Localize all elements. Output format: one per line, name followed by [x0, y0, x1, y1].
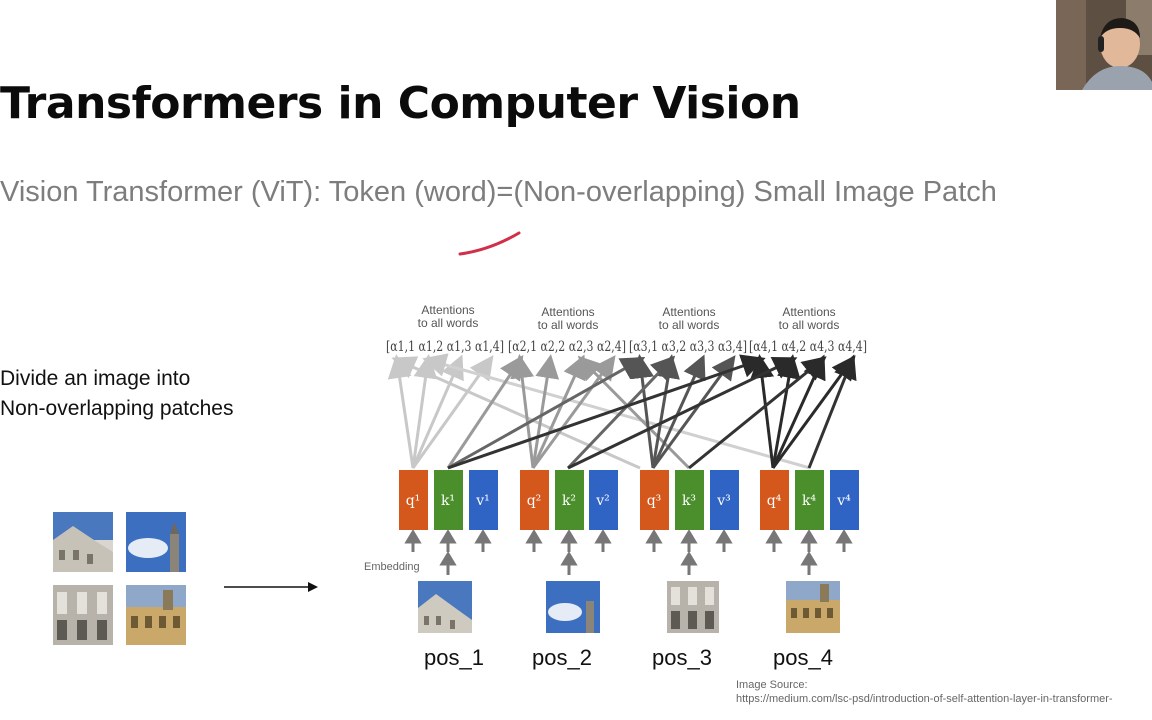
arrow-k1-a21 — [446, 355, 524, 469]
image-source-label: Image Source: — [736, 679, 808, 691]
arrow-q4-a42 — [771, 354, 801, 469]
q2-box — [520, 470, 549, 530]
v1-label: v¹ — [475, 493, 490, 509]
q4-label: q⁴ — [767, 493, 782, 509]
k2-label: k² — [562, 493, 576, 509]
grid-patch-2 — [126, 512, 186, 572]
attention-label-3-line-1: Attentions — [662, 305, 715, 319]
patch-grid-picture — [53, 512, 186, 645]
slide-subtitle: Vision Transformer (ViT): Token (word)=(… — [0, 176, 997, 208]
arrow-k3-a43 — [688, 356, 827, 470]
arrow-q1-a13 — [411, 354, 464, 469]
k1-label: k¹ — [441, 493, 455, 509]
token-patches — [418, 581, 840, 633]
q3-label: q³ — [647, 493, 662, 509]
image-source: Image Source: https://medium.com/lsc-psd… — [736, 678, 1113, 706]
grid-to-patches-arrow — [224, 582, 318, 592]
q2-label: q² — [527, 493, 542, 509]
k3-box — [675, 470, 704, 530]
pen-annotation-mark — [458, 231, 521, 256]
v3-box — [710, 470, 739, 530]
q4-box — [760, 470, 789, 530]
arrow-q1-a11 — [387, 354, 415, 469]
grid-patch-1 — [53, 512, 113, 572]
token-patch-2 — [546, 581, 600, 633]
v4-box — [830, 470, 859, 530]
attention-label-3-line-2: to all words — [659, 318, 720, 332]
arrow-q1-a12 — [411, 354, 438, 469]
arrow-k3-a23 — [577, 355, 691, 470]
qkv-boxes: q¹ k¹ v¹ q² k² v² q³ k³ v³ q⁴ k⁴ v⁴ — [399, 470, 859, 530]
k4-label: k⁴ — [802, 493, 816, 509]
alpha-group-4: [α4,1 α4,2 α4,3 α4,4] — [749, 339, 867, 355]
v4-label: v⁴ — [836, 493, 851, 509]
up-arrows-token-1 — [404, 529, 492, 575]
image-patch-grid — [53, 512, 193, 652]
up-arrows-token-4 — [765, 529, 853, 575]
arrow-q4-a41 — [750, 354, 775, 469]
attention-label-4-line-2: to all words — [779, 318, 840, 332]
image-source-url[interactable]: https://medium.com/lsc-psd/introduction-… — [736, 693, 1113, 705]
slide-title: Transformers in Computer Vision — [0, 78, 801, 129]
left-description: Divide an image into Non-overlapping pat… — [0, 364, 233, 424]
k1-box — [434, 470, 463, 530]
arrow-q3-a31 — [630, 354, 655, 469]
arrow-k3-a11 — [391, 356, 641, 470]
k2-box — [555, 470, 584, 530]
attention-labels: Attentions to all words Attentions to al… — [418, 303, 840, 332]
up-arrows-token-3 — [645, 529, 733, 575]
pos-label-1: pos_1 — [424, 645, 484, 670]
q1-label: q¹ — [406, 493, 421, 509]
q3-box — [640, 470, 669, 530]
v1-box — [469, 470, 498, 530]
q1-box — [399, 470, 428, 530]
attention-label-2-line-2: to all words — [538, 318, 599, 332]
arrow-k1-a31 — [447, 357, 646, 470]
attention-label-1-line-1: Attentions — [421, 303, 474, 317]
arrow-k1-a41 — [447, 354, 766, 470]
attention-label-1-line-2: to all words — [418, 316, 479, 330]
pos-label-2: pos_2 — [532, 645, 592, 670]
webcam-video-overlay — [1056, 0, 1152, 90]
attention-label-4-line-1: Attentions — [782, 305, 835, 319]
left-description-line-2: Non-overlapping patches — [0, 397, 234, 420]
k3-label: k³ — [682, 493, 696, 509]
arrow-k2-a32 — [566, 355, 676, 470]
alpha-row: [α1,1 α1,2 α1,3 α1,4] [α2,1 α2,2 α2,3 α2… — [386, 339, 867, 355]
self-attention-diagram: Attentions to all words Attentions to al… — [364, 303, 867, 633]
up-arrows-token-2 — [525, 529, 612, 575]
arrow-q2-a23 — [531, 354, 586, 469]
attention-arrows — [387, 353, 857, 470]
v3-label: v³ — [716, 493, 731, 509]
grid-patch-3 — [53, 585, 113, 645]
token-patch-3 — [667, 581, 719, 633]
token-patch-4 — [786, 581, 840, 633]
grid-patch-4 — [126, 585, 186, 645]
pos-label-3: pos_3 — [652, 645, 712, 670]
embedding-label: Embedding — [364, 561, 420, 573]
arrow-q1-a14 — [411, 355, 494, 469]
v2-box — [589, 470, 618, 530]
arrow-q3-a34 — [651, 355, 736, 469]
arrow-k4-a44 — [807, 354, 857, 469]
left-description-line-1: Divide an image into — [0, 367, 191, 390]
token-patch-1 — [418, 581, 472, 633]
alpha-group-2: [α2,1 α2,2 α2,3 α2,4] — [508, 339, 626, 355]
presenter-video-picture — [1056, 0, 1152, 90]
alpha-group-3: [α3,1 α3,2 α3,3 α3,4] — [629, 339, 747, 355]
pos-label-4: pos_4 — [773, 645, 833, 670]
embedding-up-arrows — [404, 529, 853, 575]
arrow-q4-a44 — [771, 355, 856, 469]
k4-box — [795, 470, 824, 530]
arrow-k2-a42 — [567, 357, 798, 470]
v2-label: v² — [595, 493, 610, 509]
alpha-group-1: [α1,1 α1,2 α1,3 α1,4] — [386, 339, 504, 355]
attention-label-2-line-1: Attentions — [541, 305, 594, 319]
